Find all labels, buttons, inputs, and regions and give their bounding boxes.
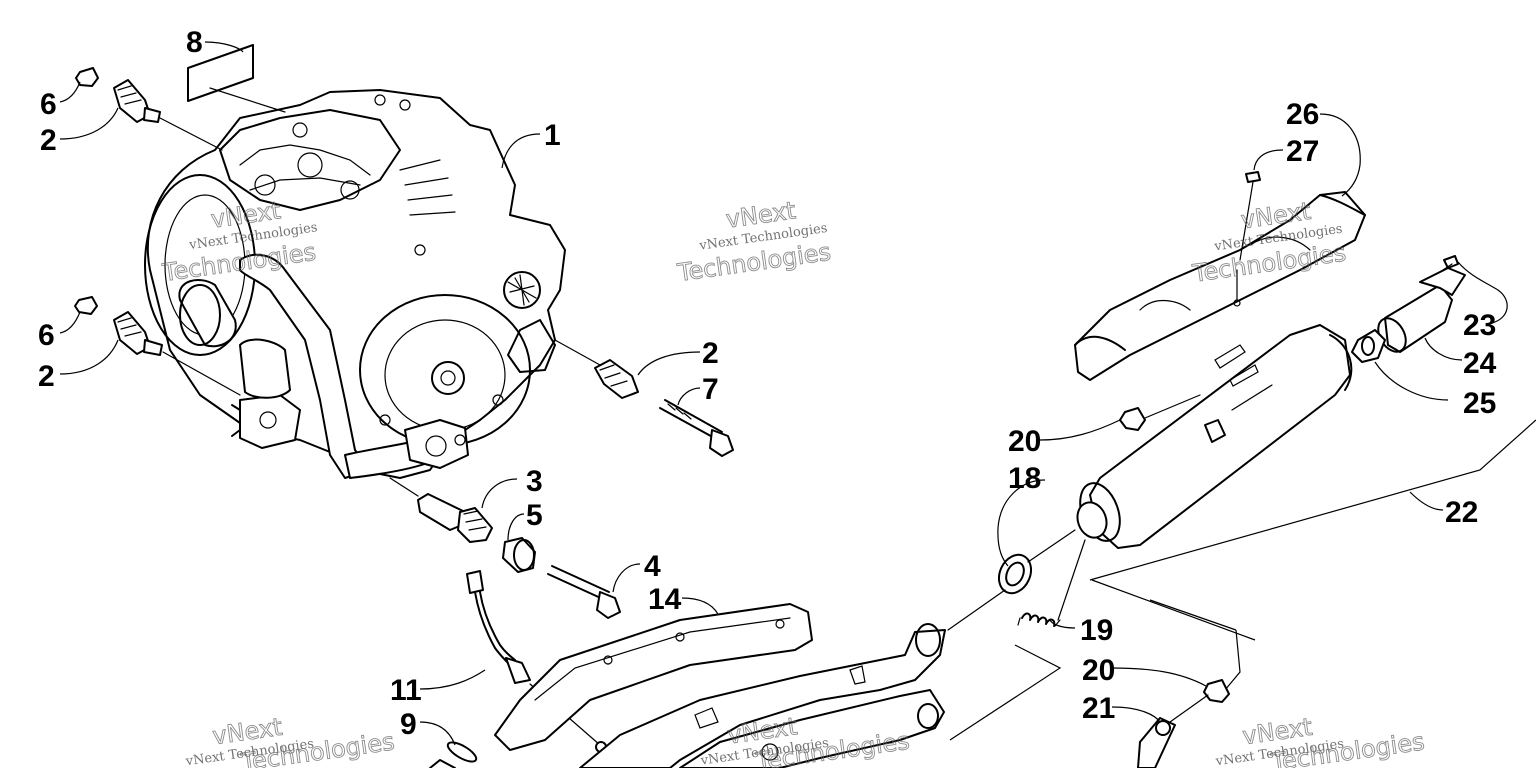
bolt-part-7[interactable] xyxy=(659,399,734,457)
callout-6-upper: 6 xyxy=(40,88,57,121)
leader-lines xyxy=(59,41,1508,746)
mount-bracket-part-21[interactable] xyxy=(1137,694,1209,768)
callout-20-upper: 20 xyxy=(1008,425,1041,458)
callout-24: 24 xyxy=(1463,347,1497,380)
callout-14: 14 xyxy=(648,583,682,616)
callout-2-lower: 2 xyxy=(38,360,55,393)
watermark-bottom-right: vNext Technologies vNext Technologies xyxy=(1214,712,1427,768)
decal-part-8[interactable] xyxy=(187,44,286,113)
callout-11: 11 xyxy=(390,674,422,707)
callout-26: 26 xyxy=(1286,98,1319,131)
grommet-part-20-lower[interactable] xyxy=(1203,679,1230,703)
callout-19: 19 xyxy=(1080,614,1113,647)
callout-7: 7 xyxy=(702,373,719,406)
callout-8: 8 xyxy=(186,26,203,59)
heat-shield-part-14[interactable] xyxy=(494,603,813,751)
gasket-part-18[interactable] xyxy=(993,550,1037,599)
callout-21: 21 xyxy=(1082,692,1115,725)
exhaust-head-pipe[interactable] xyxy=(579,623,946,768)
watermark-center: vNext Technologies vNext Technologies xyxy=(675,196,833,288)
muffler-part-22[interactable] xyxy=(1073,324,1353,549)
screw-part-23[interactable] xyxy=(1439,255,1459,273)
callout-1: 1 xyxy=(544,119,561,152)
screw-part-27[interactable] xyxy=(1239,171,1261,261)
bolt-part-4[interactable] xyxy=(547,565,621,619)
gasket-part-25[interactable] xyxy=(1351,329,1386,363)
spark-arrestor-part-24[interactable] xyxy=(1373,267,1466,357)
engine-assembly[interactable] xyxy=(144,89,566,479)
callout-2-right: 2 xyxy=(702,337,719,370)
engine-mount-part-3[interactable] xyxy=(389,477,493,543)
callout-27: 27 xyxy=(1286,135,1319,168)
callout-23: 23 xyxy=(1463,309,1496,342)
callout-22: 22 xyxy=(1445,496,1478,529)
engine-mount-upper-left[interactable] xyxy=(75,67,223,151)
watermark-bottom-left: vNext Technologies vNext Technologies xyxy=(184,712,397,768)
callout-3: 3 xyxy=(526,465,543,498)
engine-mount-lower-left[interactable] xyxy=(74,296,241,396)
callout-18: 18 xyxy=(1008,462,1041,495)
spacer-part-5[interactable] xyxy=(502,537,536,573)
callout-5: 5 xyxy=(526,499,543,532)
callout-25: 25 xyxy=(1463,387,1496,420)
callout-4: 4 xyxy=(644,550,661,583)
callout-9: 9 xyxy=(400,708,417,741)
callout-2-upper: 2 xyxy=(40,124,57,157)
callout-20-lower: 20 xyxy=(1082,654,1115,687)
callout-6-lower: 6 xyxy=(38,319,55,352)
callout-labels: 8 6 2 1 6 2 2 7 3 5 4 14 11 9 18 20 19 2… xyxy=(38,26,1497,741)
gasket-part-9[interactable] xyxy=(429,739,479,768)
engine-mount-right[interactable] xyxy=(554,339,639,399)
muffler-heat-shield-part-26[interactable] xyxy=(1074,191,1366,381)
